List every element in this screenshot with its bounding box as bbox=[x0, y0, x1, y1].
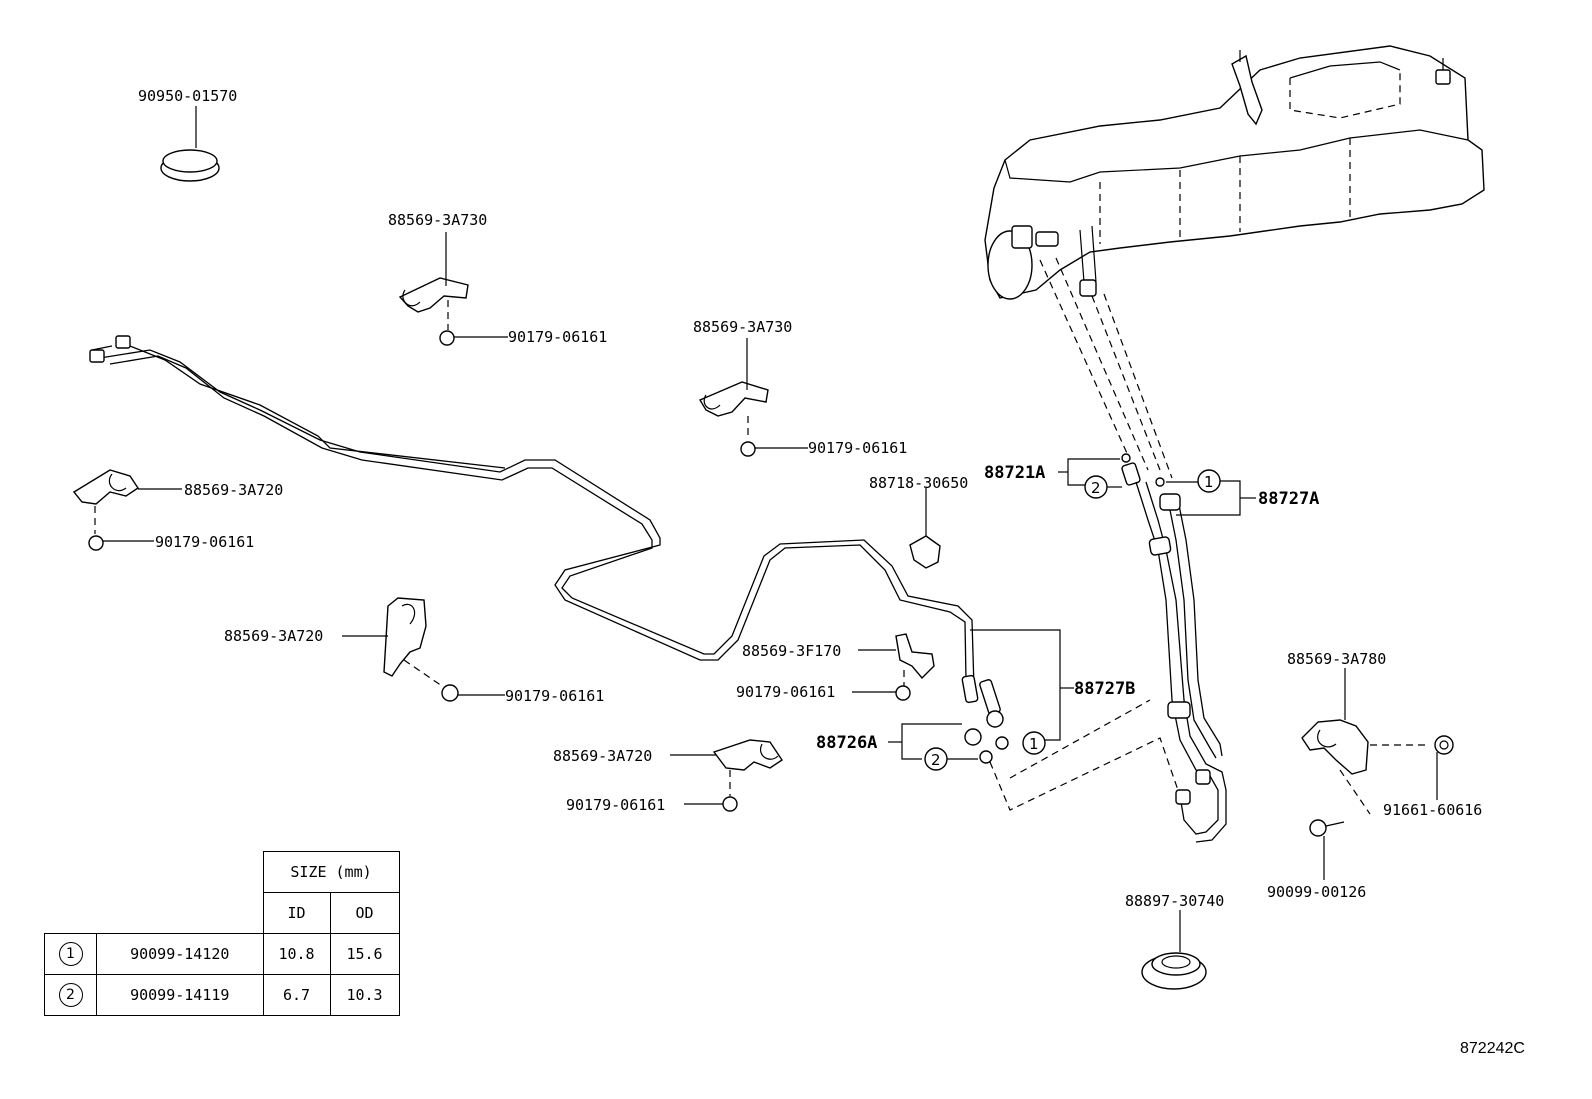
label-nut-1: 90179-06161 bbox=[508, 328, 607, 346]
bolt-90099-part bbox=[1309, 819, 1345, 880]
label-clamp-a720-1: 88569-3A720 bbox=[184, 481, 283, 499]
col-od: OD bbox=[329, 892, 400, 934]
row-part: 90099-14120 bbox=[96, 933, 264, 975]
clamp-a720-1-part bbox=[72, 469, 182, 534]
grommet-top-part bbox=[160, 106, 220, 182]
nut-1-part bbox=[439, 330, 508, 346]
nut-4-part bbox=[441, 684, 505, 702]
nut-2-part bbox=[740, 441, 808, 457]
nut-6-part bbox=[684, 796, 738, 812]
label-nut-91661: 91661-60616 bbox=[1383, 801, 1482, 819]
row-od: 15.6 bbox=[329, 933, 400, 975]
clamp-a780-part bbox=[1301, 668, 1430, 815]
label-nut-4: 90179-06161 bbox=[505, 687, 604, 705]
clamp-a720-3-part bbox=[670, 739, 783, 796]
label-clamp-a730-1: 88569-3A730 bbox=[388, 211, 487, 229]
nut-5-part bbox=[852, 685, 911, 701]
size-header: SIZE (mm) bbox=[262, 851, 400, 893]
label-bolt-90099: 90099-00126 bbox=[1267, 883, 1366, 901]
clamp-a720-2-part bbox=[342, 597, 443, 687]
label-hose-88727a: 88727A bbox=[1258, 489, 1319, 509]
clamp-a730-1-part bbox=[398, 232, 469, 330]
marker-two-top: 2 bbox=[1091, 479, 1101, 497]
label-hose-88726a: 88726A bbox=[816, 733, 877, 753]
label-clamp-a730-2: 88569-3A730 bbox=[693, 318, 792, 336]
label-clamp-f170: 88569-3F170 bbox=[742, 642, 841, 660]
clamp-f170-part bbox=[858, 633, 935, 686]
row-marker: 1 bbox=[58, 942, 83, 966]
marker-one-b: 1 bbox=[1029, 735, 1039, 753]
size-table: SIZE (mm) ID OD 1 90099-14120 10.8 15.6 … bbox=[44, 851, 400, 1016]
nut-3-part bbox=[88, 535, 154, 551]
bracket-88721a bbox=[1058, 458, 1122, 499]
row-part: 90099-14119 bbox=[96, 974, 264, 1016]
label-clamp-a720-3: 88569-3A720 bbox=[553, 747, 652, 765]
label-clamp-a780: 88569-3A780 bbox=[1287, 650, 1386, 668]
label-clip-30650: 88718-30650 bbox=[869, 474, 968, 492]
marker-two-a: 2 bbox=[931, 751, 941, 769]
label-grommet-top: 90950-01570 bbox=[138, 87, 237, 105]
row-marker: 2 bbox=[58, 983, 83, 1007]
brake-pipe-assembly bbox=[89, 335, 1004, 746]
row-id: 10.8 bbox=[262, 933, 331, 975]
label-hose-88721a: 88721A bbox=[984, 463, 1045, 483]
label-clamp-a720-2: 88569-3A720 bbox=[224, 627, 323, 645]
label-nut-5: 90179-06161 bbox=[736, 683, 835, 701]
fuel-tank-part bbox=[984, 45, 1485, 300]
table-row: 2 90099-14119 6.7 10.3 bbox=[44, 974, 400, 1016]
label-grommet-bottom: 88897-30740 bbox=[1125, 892, 1224, 910]
col-id: ID bbox=[262, 892, 331, 934]
label-hose-88727b: 88727B bbox=[1074, 679, 1135, 699]
label-nut-3: 90179-06161 bbox=[155, 533, 254, 551]
marker-one-top: 1 bbox=[1204, 473, 1214, 491]
row-id: 6.7 bbox=[262, 974, 331, 1016]
rear-hoses bbox=[1039, 257, 1227, 843]
bracket-88727a bbox=[1166, 469, 1256, 516]
clamp-a730-2-part bbox=[698, 338, 769, 440]
grommet-bottom-part bbox=[1141, 910, 1207, 990]
bracket-88726a bbox=[888, 723, 993, 771]
table-row: 1 90099-14120 10.8 15.6 bbox=[44, 933, 400, 975]
nut-91661-part bbox=[1434, 735, 1454, 800]
bracket-88727b bbox=[970, 629, 1074, 755]
reference-code: 872242C bbox=[1460, 1040, 1525, 1057]
clip-30650-part bbox=[909, 488, 941, 569]
row-od: 10.3 bbox=[329, 974, 400, 1016]
label-nut-6: 90179-06161 bbox=[566, 796, 665, 814]
label-nut-2: 90179-06161 bbox=[808, 439, 907, 457]
